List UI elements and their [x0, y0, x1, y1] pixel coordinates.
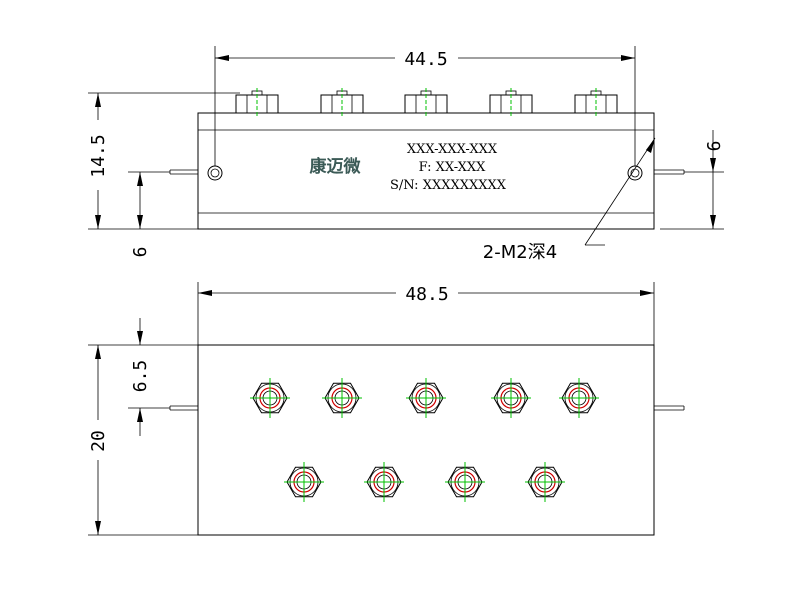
tuning-screw: [406, 378, 446, 418]
tuning-screw: [364, 462, 404, 502]
bottom-right-pin: [654, 405, 685, 411]
dim-top-left-offset-label: 6: [130, 247, 151, 258]
dim-bottom-width: 48.5: [197, 282, 655, 345]
top-screw-head: [320, 88, 364, 118]
tuning-screw: [491, 378, 531, 418]
bottom-left-pin: [169, 405, 198, 411]
label-model: XXX-XXX-XXX: [407, 142, 498, 157]
top-screw-head: [235, 88, 279, 118]
dim-bottom-width-label: 48.5: [405, 284, 448, 305]
callout-mount-holes: 2-M2深4: [483, 137, 656, 263]
top-view: XXX-XXX-XXX F: XX-XXX S/N: XXXXXXXXX 康迈微…: [88, 46, 725, 263]
bottom-view-body: [197, 344, 655, 536]
mount-hole-left: [207, 165, 223, 181]
bottom-view: 48.5 20 6.5: [88, 282, 685, 536]
tuning-screw: [322, 378, 362, 418]
top-screw-head: [404, 88, 448, 118]
dim-bottom-height: 20: [88, 344, 198, 536]
dim-bottom-height-label: 20: [88, 430, 109, 452]
tuning-screw: [445, 462, 485, 502]
dim-top-right-offset-label: 6: [704, 141, 725, 152]
tuning-screws: [250, 378, 599, 502]
dim-top-width-label: 44.5: [404, 49, 447, 70]
dim-top-left-offset: 6: [128, 171, 170, 258]
dim-top-height: 14.5: [88, 92, 240, 230]
dim-top-right-offset: 6: [660, 130, 725, 230]
top-right-pin: [654, 169, 685, 175]
tuning-screw: [559, 378, 599, 418]
label-serial: S/N: XXXXXXXXX: [390, 178, 507, 193]
top-left-pin: [169, 169, 198, 175]
top-screw-head: [574, 88, 618, 118]
dim-top-width: 44.5: [214, 46, 636, 166]
dim-top-height-label: 14.5: [88, 134, 109, 177]
label-freq: F: XX-XXX: [419, 160, 487, 175]
top-screw-heads: [235, 88, 618, 118]
dim-bottom-offset: 6.5: [128, 318, 170, 436]
tuning-screw: [525, 462, 565, 502]
tuning-screw: [284, 462, 324, 502]
tuning-screw: [250, 378, 290, 418]
callout-mount-holes-label: 2-M2深4: [483, 242, 557, 263]
brand-logo: 康迈微: [310, 156, 362, 177]
top-screw-head: [489, 88, 533, 118]
dim-bottom-offset-label: 6.5: [130, 360, 151, 393]
